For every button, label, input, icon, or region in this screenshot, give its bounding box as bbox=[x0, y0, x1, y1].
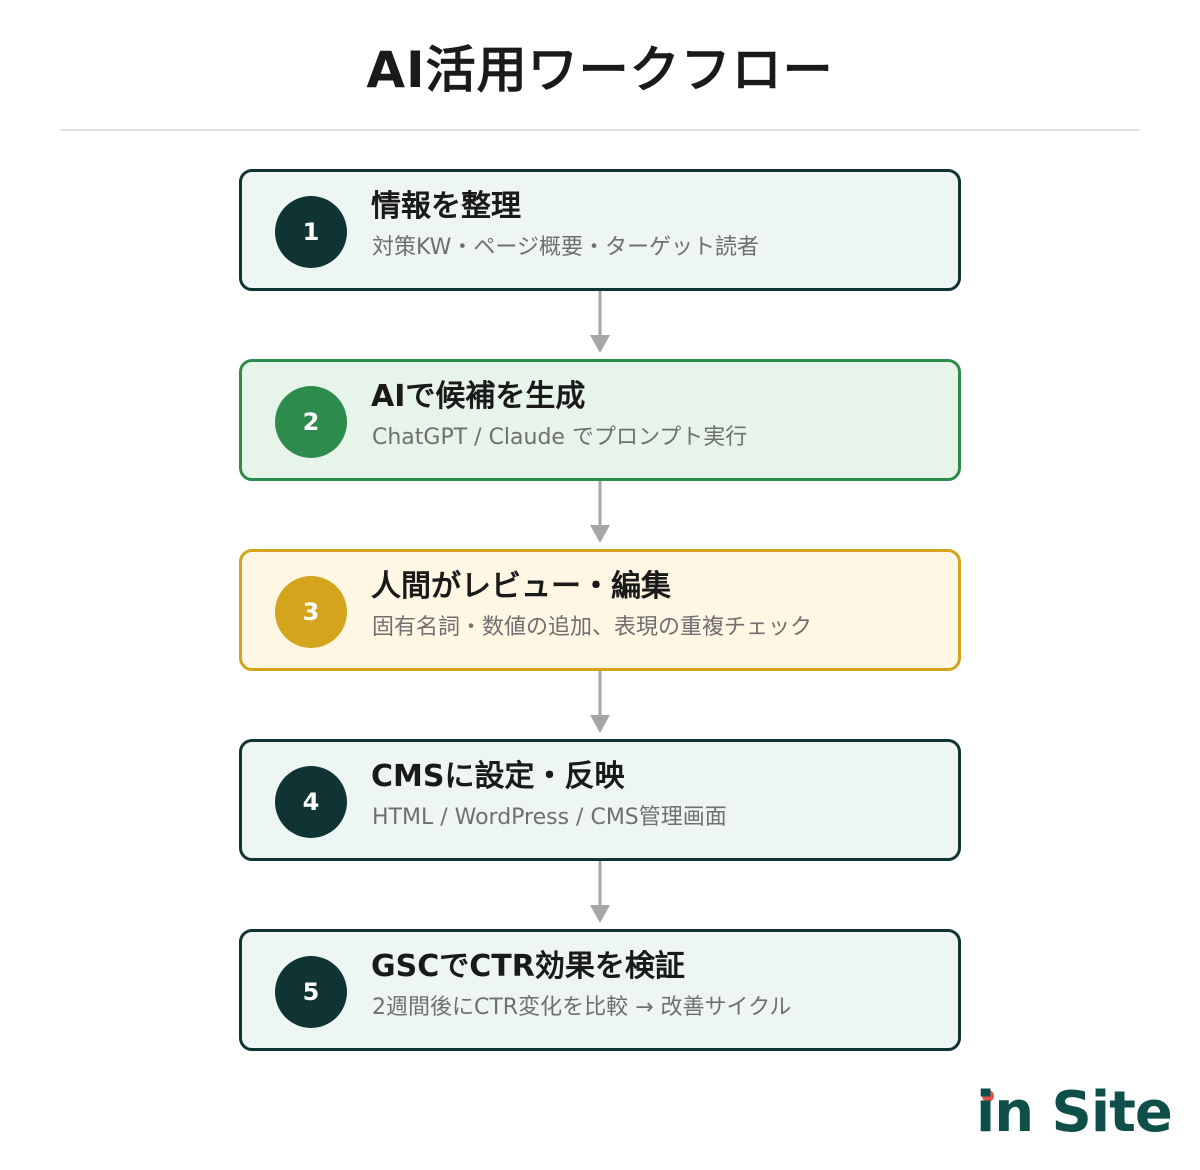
step-subtitle: 固有名詞・数値の追加、表現の重複チェック bbox=[372, 615, 813, 640]
step-subtitle: 対策KW・ページ概要・ターゲット読者 bbox=[372, 235, 759, 260]
down-arrow-icon bbox=[590, 671, 610, 733]
step-number-badge: 4 bbox=[275, 766, 347, 838]
step-number-badge: 5 bbox=[275, 956, 347, 1028]
step-title: CMSに設定・反映 bbox=[371, 759, 625, 794]
step-number-badge: 2 bbox=[275, 386, 347, 458]
title-divider bbox=[60, 129, 1140, 131]
step-title: GSCでCTR効果を検証 bbox=[371, 949, 685, 984]
step-number-badge: 3 bbox=[275, 576, 347, 648]
step-card-4: 4 CMSに設定・反映 HTML / WordPress / CMS管理画面 bbox=[239, 739, 961, 861]
step-subtitle: 2週間後にCTR変化を比較 → 改善サイクル bbox=[372, 995, 792, 1020]
step-card-1: 1 情報を整理 対策KW・ページ概要・ターゲット読者 bbox=[239, 169, 961, 291]
down-arrow-icon bbox=[590, 481, 610, 543]
step-card-2: 2 AIで候補を生成 ChatGPT / Claude でプロンプト実行 bbox=[239, 359, 961, 481]
step-title: 情報を整理 bbox=[371, 189, 521, 224]
insite-logo: in Site bbox=[976, 1078, 1186, 1148]
logo-dot bbox=[982, 1090, 994, 1102]
step-subtitle: HTML / WordPress / CMS管理画面 bbox=[372, 805, 727, 830]
step-title: AIで候補を生成 bbox=[371, 379, 586, 414]
step-card-5: 5 GSCでCTR効果を検証 2週間後にCTR変化を比較 → 改善サイクル bbox=[239, 929, 961, 1051]
down-arrow-icon bbox=[590, 291, 610, 353]
logo-text: in Site bbox=[976, 1080, 1173, 1145]
step-title: 人間がレビュー・編集 bbox=[371, 569, 671, 604]
step-subtitle: ChatGPT / Claude でプロンプト実行 bbox=[372, 425, 748, 450]
page-title: AI活用ワークフロー bbox=[366, 41, 834, 99]
step-card-3: 3 人間がレビュー・編集 固有名詞・数値の追加、表現の重複チェック bbox=[239, 549, 961, 671]
down-arrow-icon bbox=[590, 861, 610, 923]
step-number-badge: 1 bbox=[275, 196, 347, 268]
